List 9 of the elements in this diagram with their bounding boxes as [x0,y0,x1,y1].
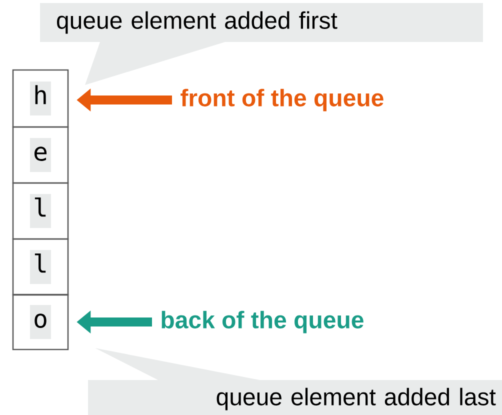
callout-text: back of the queue [162,310,364,334]
callout-bubble: queue element added first [40,3,483,85]
callout-bubble: queue element added last [88,348,502,415]
queue-cell: l [12,182,69,240]
queue-cell: o [12,294,69,350]
queue-cell: h [12,69,69,128]
queue-cell: l [12,238,69,296]
queue-cell: e [12,126,69,184]
callout-text: front of the queue [180,88,384,112]
